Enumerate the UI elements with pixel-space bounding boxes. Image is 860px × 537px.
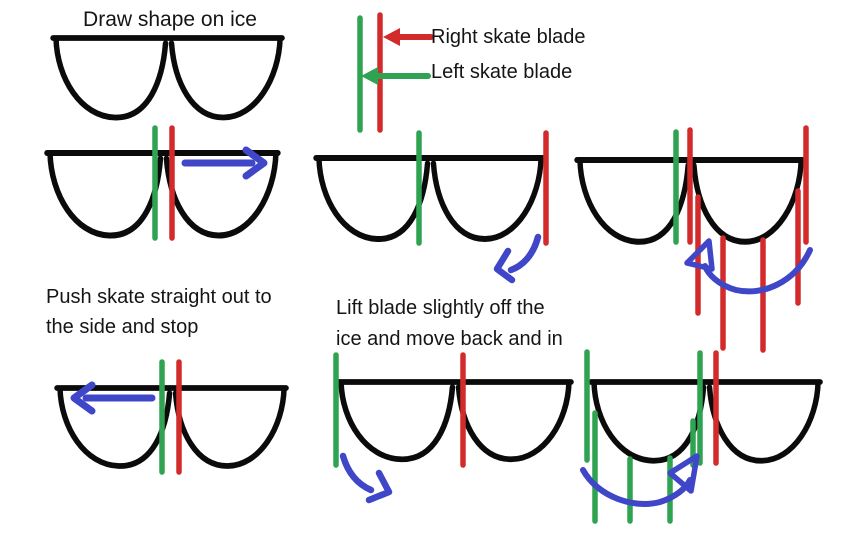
- scallop-outline-move-in-left: [591, 382, 820, 461]
- push-instruction-line2: the side and stop: [46, 316, 199, 338]
- scallop-outline-top: [53, 38, 282, 118]
- lift-instruction: Lift blade slightly off the ice and move…: [336, 293, 563, 355]
- legend-left-blade-label: Left skate blade: [431, 61, 573, 83]
- diagram-title: Draw shape on ice: [83, 8, 257, 31]
- lift-back-curve-mid: [507, 233, 542, 274]
- lift-back-curve-bottom-mid: [339, 452, 375, 494]
- legend-right-blade-label: Right skate blade: [431, 26, 586, 48]
- push-right-arrow-head-icon: [242, 146, 268, 180]
- push-instruction: Push skate straight out to the side and …: [46, 282, 272, 342]
- lift-back-arrow-head-mid-icon: [493, 247, 516, 284]
- lift-back-arrow-head-bottom-icon: [365, 469, 393, 504]
- legend-right-arrow-head-icon: [383, 28, 400, 46]
- move-back-in-arrow-head-right-icon: [684, 238, 715, 272]
- lift-instruction-line1: Lift blade slightly off the: [336, 297, 545, 319]
- push-instruction-line1: Push skate straight out to: [46, 286, 272, 308]
- move-back-in-arrow-head-left-icon: [667, 453, 700, 494]
- lift-instruction-line2: ice and move back and in: [336, 328, 563, 350]
- move-back-in-curve-right: [702, 247, 813, 295]
- scallop-outline-stop-left: [338, 382, 571, 459]
- legend-left-arrow-head-icon: [361, 67, 378, 85]
- scallop-outline-stop-right: [316, 158, 543, 239]
- push-left-arrow-head-icon: [70, 381, 96, 415]
